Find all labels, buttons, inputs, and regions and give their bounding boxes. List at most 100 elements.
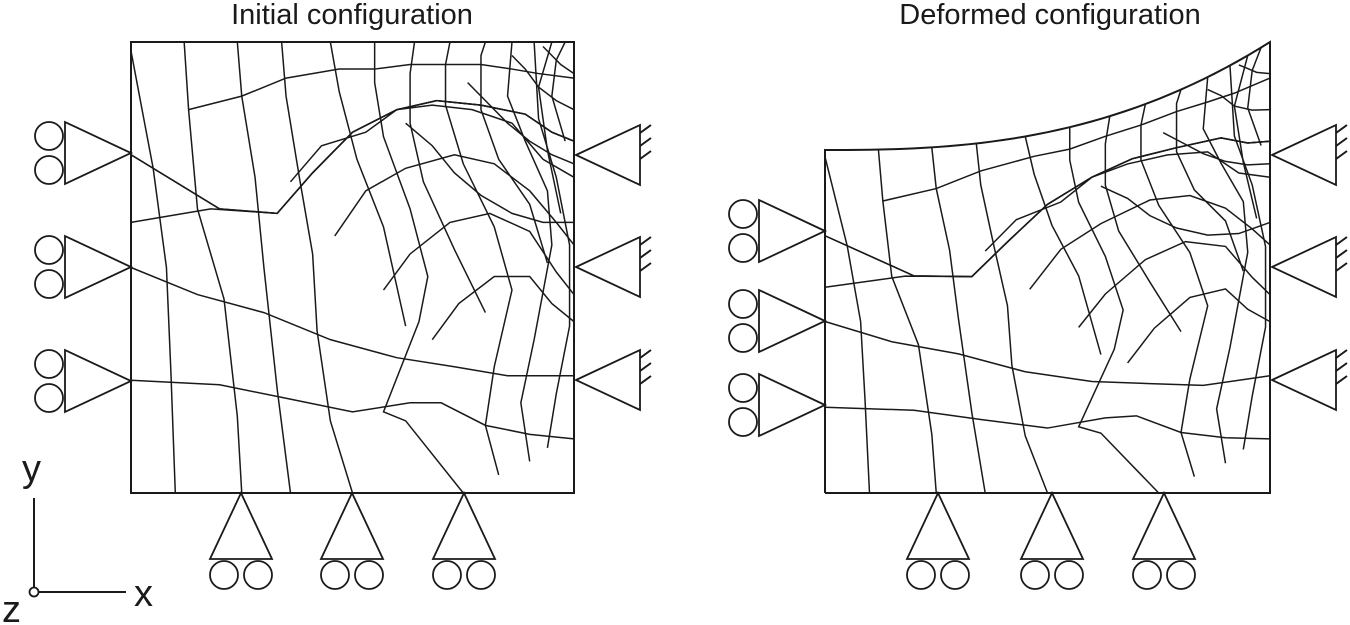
mesh-line-ring-0 bbox=[824, 406, 1271, 440]
mesh-line-radial-3 bbox=[280, 41, 354, 494]
fixed-support-hatch bbox=[639, 236, 652, 246]
mesh-line-ring-9 bbox=[1127, 288, 1271, 364]
roller-support-triangle bbox=[64, 348, 134, 414]
mesh-line-ring-13 bbox=[1238, 64, 1271, 75]
fixed-support-hatch bbox=[639, 124, 652, 134]
mesh-line-ring-2 bbox=[130, 99, 575, 215]
mesh-line-ring-4 bbox=[188, 63, 575, 111]
initial-configuration-panel bbox=[34, 41, 652, 590]
fixed-support-hatch bbox=[639, 375, 652, 385]
fixed-support-hatch bbox=[1335, 375, 1348, 385]
roller-wheel bbox=[728, 199, 758, 229]
roller-support-triangle bbox=[905, 490, 971, 560]
mesh-line-radial-9 bbox=[1202, 76, 1249, 464]
mesh-line-radial-3 bbox=[975, 143, 1049, 494]
fixed-support-hatch bbox=[639, 349, 652, 359]
roller-support-triangle bbox=[1019, 490, 1085, 560]
fixed-support-hatch bbox=[639, 150, 652, 160]
mesh-line-ring-6 bbox=[289, 104, 575, 183]
mesh-line-radial-12 bbox=[1246, 47, 1262, 146]
mesh-line-ring-5 bbox=[130, 99, 575, 215]
roller-wheel bbox=[34, 349, 64, 379]
fixed-support-hatch bbox=[639, 262, 652, 272]
roller-wheel bbox=[1132, 560, 1162, 590]
mesh-line-radial-7 bbox=[444, 41, 513, 476]
y-axis-label: y bbox=[22, 448, 41, 490]
mesh-line-radial-11 bbox=[1233, 55, 1258, 219]
fixed-support-hatch bbox=[1335, 150, 1348, 160]
mesh-line-ring-11 bbox=[467, 82, 575, 165]
roller-wheel bbox=[1020, 560, 1050, 590]
roller-wheel bbox=[34, 121, 64, 151]
mesh-line-radial-5 bbox=[373, 42, 464, 494]
mesh-line-radial-10 bbox=[533, 41, 571, 449]
fixed-support-hatch bbox=[1335, 362, 1348, 372]
mesh-line-radial-1 bbox=[877, 149, 937, 494]
roller-wheel bbox=[906, 560, 936, 590]
mesh-line-radial-6 bbox=[1104, 116, 1182, 333]
mesh-line-radial-2 bbox=[236, 41, 292, 494]
fixed-support-hatch bbox=[1335, 236, 1348, 246]
fixed-support-triangle bbox=[1269, 235, 1337, 299]
roller-wheel bbox=[1054, 560, 1084, 590]
mesh-line-radial-11 bbox=[537, 41, 562, 214]
mesh-line-ring-1 bbox=[824, 320, 1271, 387]
fixed-support-hatch bbox=[639, 249, 652, 259]
roller-wheel bbox=[940, 560, 970, 590]
fixed-support-hatch bbox=[1335, 124, 1348, 134]
mesh-line-radial-5 bbox=[1069, 127, 1160, 494]
mesh-line-ring-1 bbox=[130, 266, 574, 377]
roller-wheel bbox=[34, 155, 64, 185]
mesh-line-radial-0 bbox=[130, 50, 177, 494]
mesh-line-ring-8 bbox=[1078, 240, 1271, 328]
mesh-line-ring-13 bbox=[542, 45, 575, 75]
roller-support-triangle bbox=[758, 372, 828, 438]
mesh-line-radial-8 bbox=[1175, 89, 1245, 272]
roller-wheel bbox=[466, 560, 496, 590]
z-axis-label: z bbox=[2, 589, 21, 625]
mesh-line-radial-0 bbox=[824, 156, 871, 494]
x-axis-label: x bbox=[134, 573, 153, 615]
roller-wheel bbox=[243, 560, 273, 590]
roller-wheel bbox=[728, 407, 758, 437]
fixed-support-hatch bbox=[639, 362, 652, 372]
roller-support-triangle bbox=[431, 490, 497, 560]
fixed-support-hatch bbox=[639, 137, 652, 147]
roller-wheel bbox=[1166, 560, 1196, 590]
mesh-line-ring-6 bbox=[984, 151, 1271, 252]
roller-wheel bbox=[728, 373, 758, 403]
coordinate-axes: y x z bbox=[2, 448, 153, 625]
mesh-line-radial-1 bbox=[183, 41, 243, 494]
mesh-line-ring-10 bbox=[1100, 185, 1271, 236]
mesh-line-ring-10 bbox=[405, 122, 574, 224]
fixed-support-hatch bbox=[1335, 249, 1348, 259]
roller-support-triangle bbox=[758, 198, 828, 264]
fixed-support-triangle bbox=[573, 348, 641, 412]
roller-wheel bbox=[209, 560, 239, 590]
mesh-line-radial-2 bbox=[931, 147, 986, 494]
roller-wheel bbox=[34, 383, 64, 413]
domain-outline bbox=[824, 40, 1271, 494]
roller-support-triangle bbox=[1131, 490, 1197, 560]
mesh-line-ring-4 bbox=[882, 77, 1271, 202]
fixed-support-hatch bbox=[1335, 137, 1348, 147]
title-initial: Initial configuration bbox=[231, 0, 473, 31]
fixed-support-hatch bbox=[1335, 262, 1348, 272]
fixed-support-triangle bbox=[1269, 123, 1337, 187]
deformed-configuration-panel bbox=[728, 40, 1348, 590]
roller-support-triangle bbox=[319, 490, 385, 560]
mesh-line-radial-7 bbox=[1140, 103, 1209, 477]
fixed-support-hatch bbox=[1335, 349, 1348, 359]
roller-wheel bbox=[728, 233, 758, 263]
roller-wheel bbox=[728, 289, 758, 319]
fixed-support-triangle bbox=[573, 235, 641, 299]
mesh-line-ring-7 bbox=[334, 153, 575, 246]
mesh-line-radial-8 bbox=[480, 41, 549, 264]
z-axis-marker bbox=[28, 586, 40, 598]
fixed-support-triangle bbox=[1269, 348, 1337, 412]
mesh-line-radial-10 bbox=[1229, 65, 1267, 450]
mesh-line-radial-4 bbox=[1024, 136, 1102, 355]
domain-outline bbox=[130, 41, 575, 494]
roller-wheel bbox=[354, 560, 384, 590]
